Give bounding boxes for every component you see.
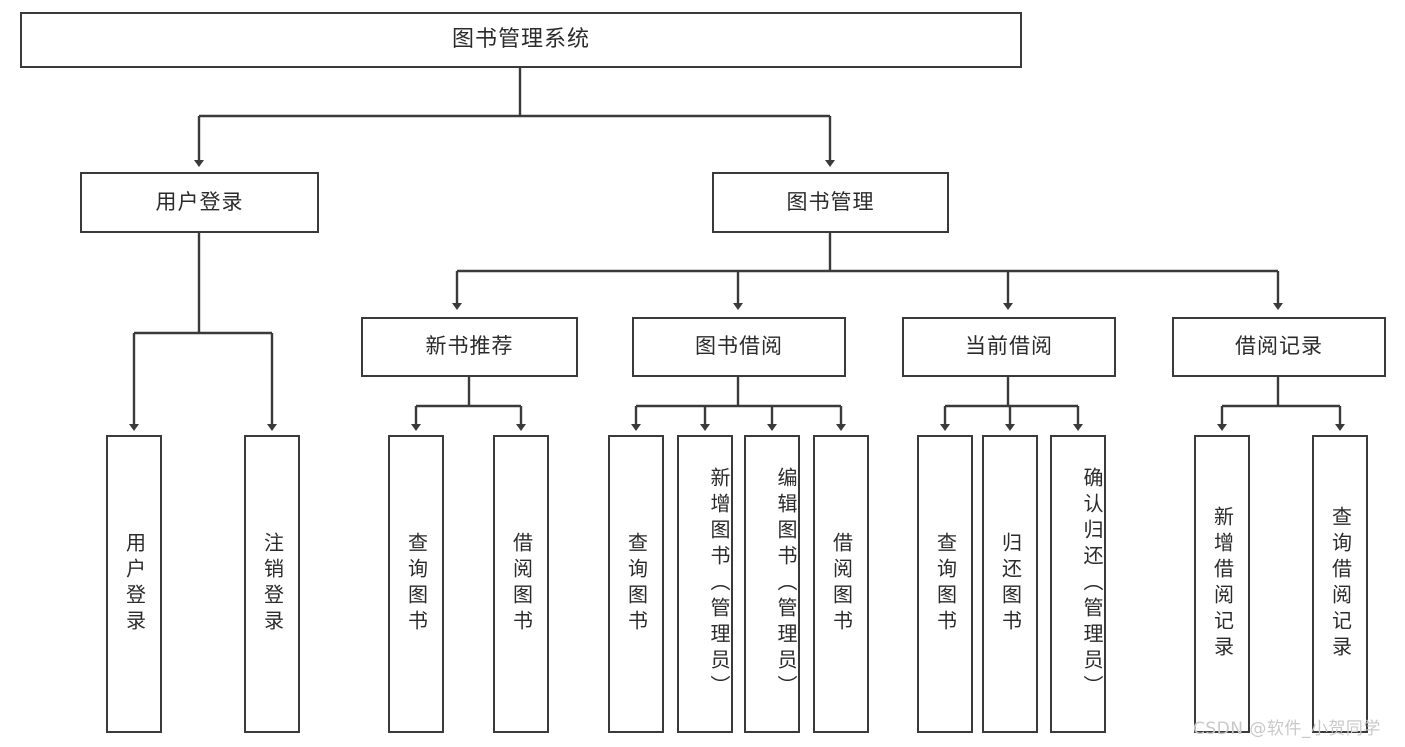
leaf-user-login-signin[interactable]: 用户登录 (106, 435, 162, 733)
node-label: 用户登录 (155, 189, 244, 214)
node-label: 图书管理 (786, 189, 875, 214)
node-user-login[interactable]: 用户登录 (80, 172, 319, 233)
node-root-system[interactable]: 图书管理系统 (20, 12, 1022, 68)
node-label: 查询图书 (404, 532, 429, 636)
node-label: 图书借阅 (695, 334, 783, 359)
node-label: 查询借阅记录 (1328, 506, 1353, 662)
leaf-recommend-query-book[interactable]: 查询图书 (388, 435, 444, 733)
leaf-recommend-borrow-book[interactable]: 借阅图书 (493, 435, 549, 733)
node-label: 查询图书 (624, 532, 649, 636)
node-label: 借阅图书 (829, 532, 854, 636)
node-label: 当前借阅 (965, 334, 1053, 359)
node-label: 查询图书 (933, 532, 958, 636)
leaf-borrow-query-book[interactable]: 查询图书 (608, 435, 664, 733)
node-new-book-recommend[interactable]: 新书推荐 (361, 317, 578, 377)
leaf-borrow-edit-book-admin[interactable]: 编辑图书（管理员） (744, 435, 800, 733)
node-book-borrow[interactable]: 图书借阅 (632, 317, 846, 377)
leaf-current-confirm-return-admin[interactable]: 确认归还（管理员） (1050, 435, 1106, 733)
leaf-borrow-add-book-admin[interactable]: 新增图书（管理员） (677, 435, 733, 733)
node-borrow-records[interactable]: 借阅记录 (1172, 317, 1386, 377)
node-label: 注销登录 (260, 532, 285, 636)
leaf-user-login-signout[interactable]: 注销登录 (244, 435, 300, 733)
leaf-current-query-book[interactable]: 查询图书 (917, 435, 973, 733)
node-label: 借阅图书 (509, 532, 534, 636)
leaf-records-add-record[interactable]: 新增借阅记录 (1194, 435, 1250, 733)
leaf-current-return-book[interactable]: 归还图书 (982, 435, 1038, 733)
node-label: 确认归还（管理员） (1080, 467, 1104, 701)
node-label: 用户登录 (122, 532, 147, 636)
node-label: 新增借阅记录 (1210, 506, 1235, 662)
node-label: 借阅记录 (1235, 334, 1323, 359)
node-label: 编辑图书（管理员） (774, 467, 798, 701)
csdn-watermark: CSDN @软件_小贺同学 (1193, 719, 1381, 739)
node-label: 图书管理系统 (451, 26, 590, 52)
node-label: 归还图书 (998, 532, 1023, 636)
node-label: 新书推荐 (425, 334, 514, 359)
leaf-borrow-borrow-book[interactable]: 借阅图书 (813, 435, 869, 733)
node-current-borrow[interactable]: 当前借阅 (902, 317, 1116, 377)
leaf-records-query-record[interactable]: 查询借阅记录 (1312, 435, 1368, 733)
node-book-management[interactable]: 图书管理 (712, 172, 949, 233)
node-label: 新增图书（管理员） (707, 467, 731, 701)
